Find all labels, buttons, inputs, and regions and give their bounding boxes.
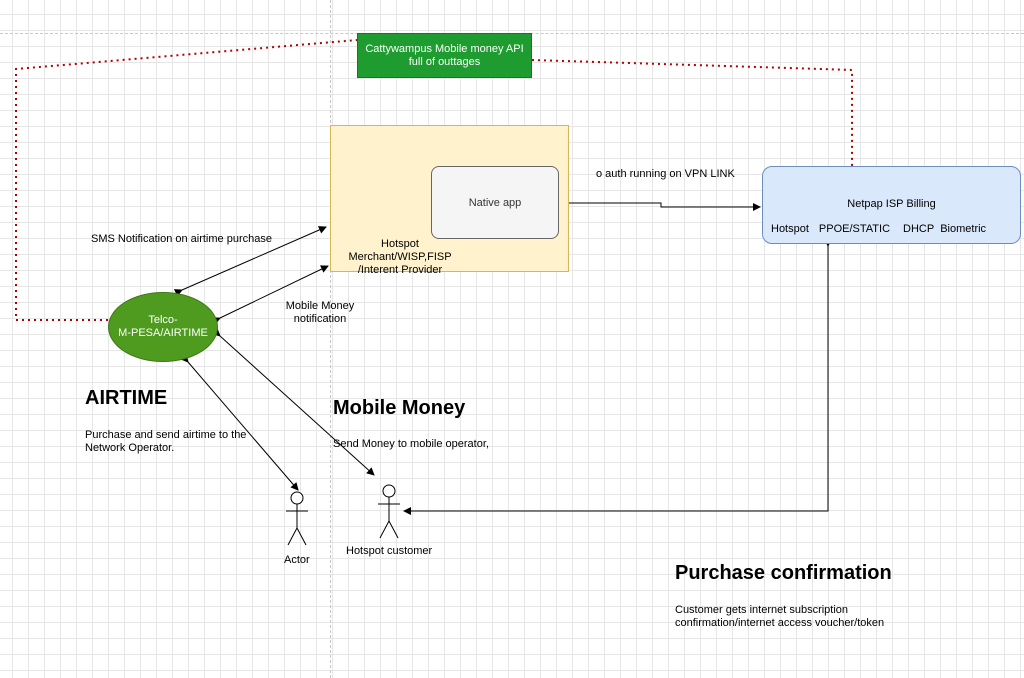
vpn-link-label: o auth running on VPN LINK <box>596 168 735 180</box>
telco-line2: M-PESA/AIRTIME <box>118 327 208 339</box>
purchase-confirmation-heading: Purchase confirmation <box>675 562 892 584</box>
purchase-desc-line1: Customer gets internet subscription <box>675 604 849 616</box>
telco-mpesa-node[interactable]: Telco- M-PESA/AIRTIME <box>108 292 218 362</box>
telco-line1: Telco- <box>148 314 178 326</box>
actor-arrow <box>180 354 299 491</box>
airtime-description: Purchase and send airtime to the Network… <box>85 429 246 455</box>
dotted-link-telco-api <box>15 39 358 321</box>
mm-notification-line1: Mobile Money <box>285 300 355 312</box>
airtime-desc-line1: Purchase and send airtime to the <box>85 429 247 441</box>
mobile-money-api-box[interactable]: Cattywampus Mobile money API full of out… <box>357 33 532 78</box>
vpn-link-arrow <box>569 202 761 211</box>
feature-dhcp: DHCP <box>903 223 935 235</box>
merchant-line3: /Interent Provider <box>357 264 443 276</box>
actor-icon <box>286 491 308 546</box>
merchant-label: Hotspot Merchant/WISP,FISP /Interent Pro… <box>320 238 480 277</box>
mobile-money-description: Send Money to mobile operator, <box>333 438 489 450</box>
mm-notification-arrow <box>211 265 329 325</box>
api-box-line1: Cattywampus Mobile money API <box>365 42 524 55</box>
purchase-confirmation-description: Customer gets internet subscription conf… <box>675 604 884 630</box>
sms-notification-label: SMS Notification on airtime purchase <box>91 233 272 245</box>
hotspot-customer-icon <box>378 484 400 539</box>
native-app-box[interactable]: Native app <box>431 166 559 239</box>
netpap-title: Netpap ISP Billing <box>847 198 936 210</box>
api-box-line2: full of outtages <box>408 55 481 68</box>
feature-hotspot: Hotspot <box>771 223 809 235</box>
native-app-label: Native app <box>468 196 522 209</box>
netpap-features: Hotspot PPOE/STATIC DHCP Biometric <box>771 223 986 235</box>
hotspot-customer-label: Hotspot customer <box>346 545 433 557</box>
merchant-line1: Hotspot <box>381 238 419 250</box>
mobile-money-heading: Mobile Money <box>333 397 466 419</box>
customer-arrow <box>212 328 375 476</box>
mm-notification-label: Mobile Money notification <box>280 300 360 326</box>
dotted-link-api-netpap <box>531 59 853 166</box>
merchant-line2: Merchant/WISP,FISP <box>348 251 452 263</box>
confirmation-arrow <box>403 239 832 515</box>
airtime-heading: AIRTIME <box>85 387 168 409</box>
airtime-desc-line2: Network Operator. <box>85 442 175 454</box>
feature-biometric: Biometric <box>940 223 987 235</box>
netpap-billing-box[interactable] <box>762 166 1021 244</box>
mm-notification-line2: notification <box>293 313 347 325</box>
actor-label: Actor <box>284 554 310 566</box>
purchase-desc-line2: confirmation/internet access voucher/tok… <box>675 617 885 629</box>
sms-arrow <box>173 226 327 297</box>
feature-ppoe-static: PPOE/STATIC <box>818 223 891 235</box>
